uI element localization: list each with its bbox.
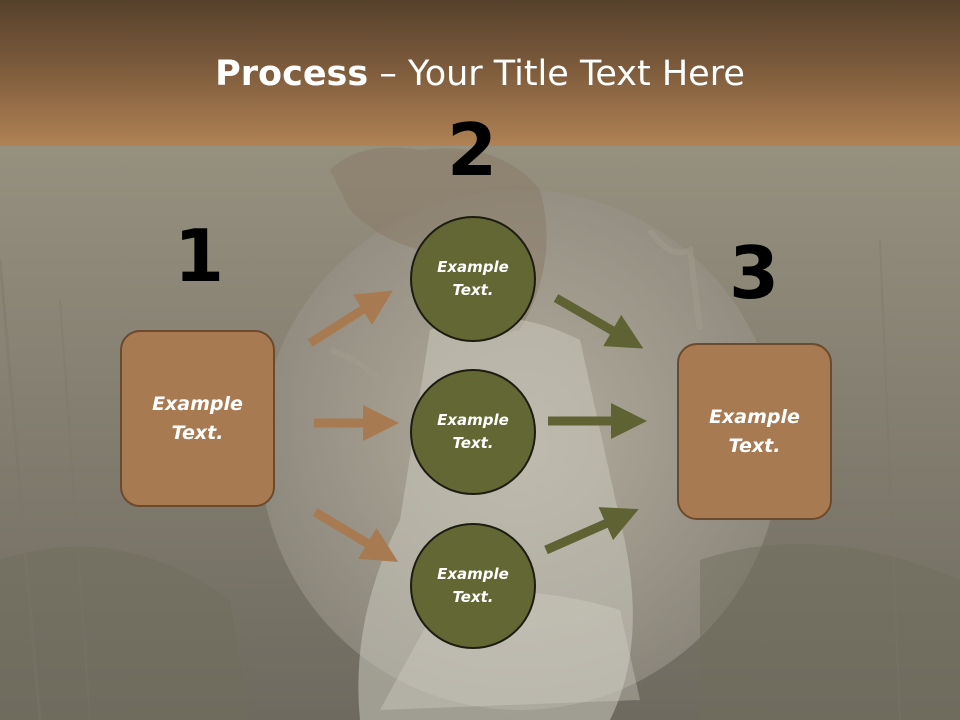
- arrow-top-to-right: [553, 294, 644, 349]
- title-rest: – Your Title Text Here: [368, 54, 745, 94]
- circle-bottom: Example Text.: [410, 523, 536, 649]
- arrow-left-to-top: [307, 290, 393, 347]
- slide-title: Process – Your Title Text Here: [0, 52, 960, 96]
- left-box-text: Example Text.: [152, 392, 243, 444]
- circle-middle-text: Example Text.: [437, 411, 509, 452]
- right-box-text: Example Text.: [709, 405, 800, 457]
- step-number-2: 2: [446, 108, 498, 192]
- arrow-left-to-bottom: [312, 508, 399, 562]
- step-number-3: 3: [728, 231, 780, 315]
- step-number-1: 1: [173, 214, 225, 298]
- title-bold: Process: [215, 54, 369, 94]
- title-bar: [0, 0, 960, 146]
- circle-top: Example Text.: [410, 216, 536, 342]
- left-box: Example Text.: [120, 330, 275, 507]
- circle-top-text: Example Text.: [437, 258, 509, 299]
- circle-middle: Example Text.: [410, 369, 536, 495]
- arrow-bottom-to-right: [544, 507, 639, 555]
- circle-bottom-text: Example Text.: [437, 565, 509, 606]
- right-box: Example Text.: [677, 343, 832, 520]
